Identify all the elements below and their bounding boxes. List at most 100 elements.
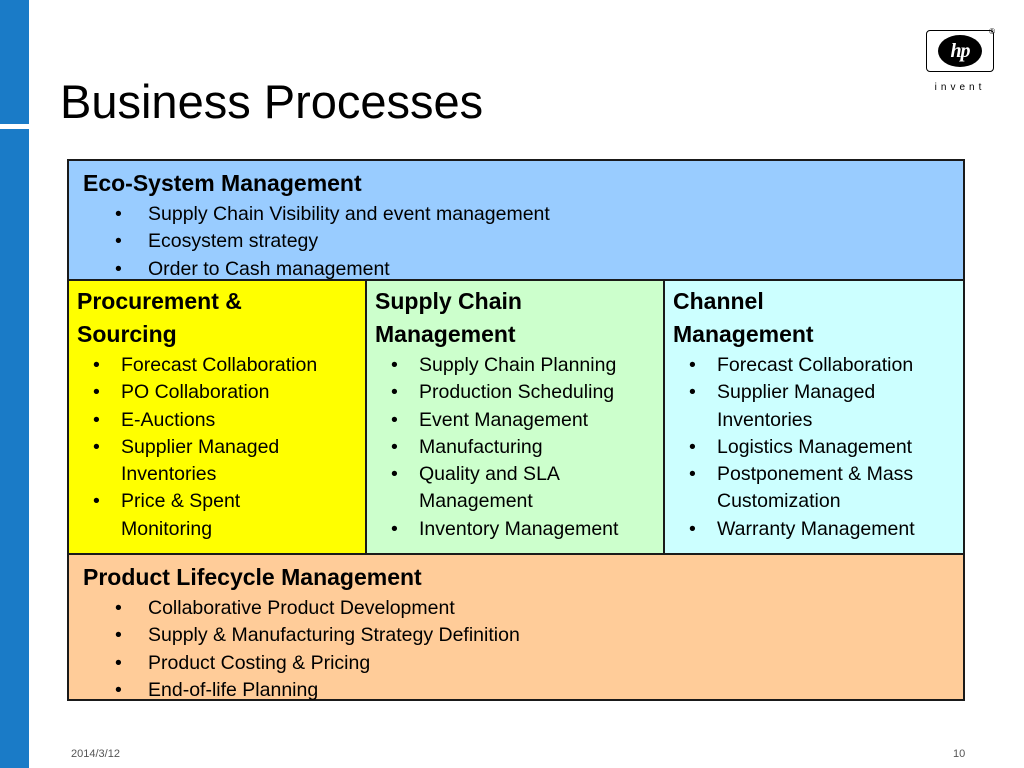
ecosystem-management-title: Eco-System Management <box>83 170 362 196</box>
product-lifecycle-management-title: Product Lifecycle Management <box>83 564 422 590</box>
footer-date: 2014/3/12 <box>71 748 120 760</box>
procurement-sourcing-title: Procurement & Sourcing <box>69 281 365 351</box>
list-item-text: Forecast Collaboration <box>717 354 914 376</box>
title-line: Management <box>673 321 814 347</box>
ecosystem-management-list: • Supply Chain Visibility and event manag… <box>115 201 963 283</box>
bullet: • <box>689 381 696 404</box>
slide-title: Business Processes <box>60 75 484 128</box>
list-item-text: Customization <box>717 490 841 513</box>
logo-tagline: invent <box>934 82 986 93</box>
list-item-text: End-of-life Planning <box>148 678 319 701</box>
title-line: Channel <box>673 288 764 314</box>
list-item-text: Inventories <box>121 463 217 486</box>
list-item: • Manufacturing <box>391 434 659 461</box>
hp-logo-frame: hp ® <box>926 27 995 72</box>
list-item-text: Event Management <box>419 408 589 431</box>
bullet: • <box>93 354 100 376</box>
procurement-sourcing-list: • Forecast Collaboration •PO Collaboratio… <box>93 352 365 543</box>
title-line: Supply Chain <box>375 288 522 314</box>
list-item: • Ecosystem strategy <box>115 228 963 255</box>
list-item: • Product Costing & Pricing <box>115 650 963 677</box>
list-item-text: Management <box>419 490 533 513</box>
list-item-text: Price & Spent <box>121 490 241 513</box>
registered-mark: ® <box>989 27 995 36</box>
supply-chain-management-title: Supply Chain Management <box>367 281 663 351</box>
list-item-text: Monitoring <box>121 517 213 540</box>
bullet: • <box>93 381 100 404</box>
list-item: • Supply & Manufacturing Strategy Definit… <box>115 622 963 649</box>
bullet: • <box>689 354 696 376</box>
hp-logo-disc: hp <box>938 35 982 67</box>
list-item-text: Quality and SLA <box>419 463 560 486</box>
list-item-text: Inventories <box>717 408 813 431</box>
bullet: • <box>391 463 398 486</box>
list-item: • Quality and SLA Management <box>391 461 659 516</box>
list-item-text: Supplier Managed <box>717 381 876 404</box>
business-processes-diagram: Eco-System Management • Supply Chain Visi… <box>67 159 965 701</box>
list-item-text: Ecosystem strategy <box>148 230 319 253</box>
list-item: •Supply Chain Planning <box>391 352 659 379</box>
supply-chain-management-list: •Supply Chain Planning • Production Sched… <box>391 352 663 543</box>
bullet: • <box>115 624 122 647</box>
sidebar-accent-notch <box>0 124 29 129</box>
list-item-text: Forecast Collaboration <box>121 354 318 376</box>
product-lifecycle-management-box: Product Lifecycle Management • Collaborat… <box>69 555 963 701</box>
bullet: • <box>391 435 398 458</box>
list-item: •E-Auctions <box>93 407 361 434</box>
bullet: • <box>115 203 122 225</box>
title-line: Procurement & <box>77 288 242 314</box>
list-item-text: Supply Chain Visibility and event manage… <box>148 203 550 225</box>
list-item-text: Product Costing & Pricing <box>148 651 371 674</box>
middle-row: Procurement & Sourcing • Forecast Collabo… <box>69 281 963 555</box>
bullet: • <box>689 517 696 540</box>
list-item-text: Postponement & Mass <box>717 463 914 486</box>
bullet: • <box>115 651 122 674</box>
list-item: •End-of-life Planning <box>115 677 963 704</box>
bullet: • <box>391 381 398 404</box>
hp-logo-mark: hp <box>950 39 970 62</box>
list-item-text: Logistics Management <box>717 435 913 458</box>
list-item: • Supply Chain Visibility and event manag… <box>115 201 963 228</box>
list-item: • Warranty Management <box>689 516 959 543</box>
bullet: • <box>115 230 122 253</box>
page-number: 10 <box>953 748 966 760</box>
list-item: • Order to Cash management <box>115 256 963 283</box>
bullet: • <box>115 257 122 280</box>
channel-management-title: Channel Management <box>665 281 963 351</box>
bullet: • <box>93 435 100 458</box>
list-item-text: Warranty Management <box>717 517 915 540</box>
bullet: • <box>689 435 696 458</box>
channel-management-list: • Forecast Collaboration • Supplier Manage… <box>689 352 963 543</box>
list-item: • Forecast Collaboration <box>93 352 361 379</box>
list-item-text: Inventory Management <box>419 517 619 540</box>
bullet: • <box>391 517 398 540</box>
list-item: • Forecast Collaboration <box>689 352 959 379</box>
list-item-text: Production Scheduling <box>419 381 615 404</box>
list-item-text: Order to Cash management <box>148 257 390 280</box>
title-line: Management <box>375 321 516 347</box>
list-item: • Logistics Management <box>689 434 959 461</box>
list-item: •PO Collaboration <box>93 379 361 406</box>
bullet: • <box>115 597 122 619</box>
sidebar-accent-strip <box>0 0 29 768</box>
bullet: • <box>93 408 100 431</box>
channel-management-box: Channel Management • Forecast Collaborati… <box>665 281 963 553</box>
title-line: Sourcing <box>77 321 177 347</box>
procurement-sourcing-box: Procurement & Sourcing • Forecast Collabo… <box>69 281 367 553</box>
supply-chain-management-box: Supply Chain Management •Supply Chain Pl… <box>367 281 665 553</box>
ecosystem-management-box: Eco-System Management • Supply Chain Visi… <box>69 161 963 281</box>
list-item-text: Collaborative Product Development <box>148 597 455 619</box>
bullet: • <box>391 408 398 431</box>
list-item: • Collaborative Product Development <box>115 595 963 622</box>
bullet: • <box>391 354 398 376</box>
bullet: • <box>93 490 100 513</box>
list-item-text: Supply & Manufacturing Strategy Definiti… <box>148 624 520 647</box>
list-item-text: Supplier Managed <box>121 435 280 458</box>
bullet: • <box>689 463 696 486</box>
product-lifecycle-management-list: • Collaborative Product Development • Supp… <box>115 595 963 704</box>
list-item-text: Manufacturing <box>419 435 543 458</box>
list-item: • Event Management <box>391 407 659 434</box>
